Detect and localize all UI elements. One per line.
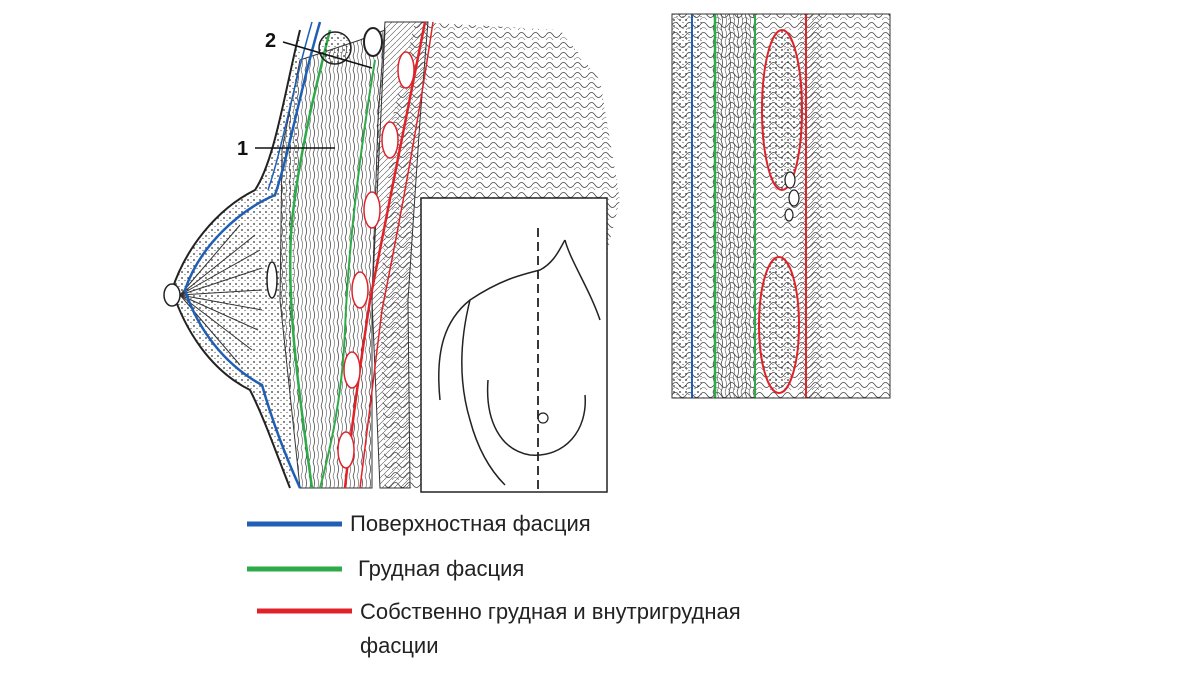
duct-section [266, 261, 278, 299]
inset-frame [420, 197, 608, 493]
rib-sections [337, 51, 415, 469]
legend-label-intrathoracic-1: Собственно грудная и внутригрудная [360, 599, 741, 624]
superficial-fascia-line [183, 21, 322, 489]
legend-label-intrathoracic-2: фасции [360, 633, 439, 658]
enlarged-frame [671, 13, 891, 399]
arm-outline [461, 299, 506, 486]
superficial-fascia-line-2 [267, 21, 313, 191]
inset-torso [420, 197, 608, 493]
intrathoracic-fascia-line [343, 21, 427, 489]
shoulder-outline [564, 239, 601, 321]
nipple [163, 283, 181, 307]
callout-1: 1 [237, 138, 249, 160]
callout-2: 2 [265, 30, 277, 52]
intercostal-vessels [784, 171, 800, 222]
enlarged-section [671, 13, 891, 399]
lymph-node [318, 31, 352, 65]
enlarged-wall-layer [800, 14, 822, 398]
pectoral-fascia-line [288, 29, 332, 489]
enlarged-fat-layer [672, 14, 702, 398]
breast-sketch [486, 379, 586, 456]
callout-line-2 [282, 41, 373, 69]
legend-label-superficial: Поверхностная фасция [350, 511, 591, 536]
pectoral-fascia-line-2 [319, 59, 376, 489]
enlarged-rib-lower [758, 256, 800, 394]
vessel-section [363, 27, 383, 57]
breast-outline [170, 29, 301, 489]
enlarged-rib-upper [761, 29, 803, 191]
torso-outline [438, 239, 566, 401]
legend-label-pectoral: Грудная фасция [358, 556, 525, 581]
enlarged-muscle-layer [712, 14, 757, 398]
intrathoracic-fascia-line-2 [359, 21, 434, 489]
mammary-gland [179, 224, 263, 366]
